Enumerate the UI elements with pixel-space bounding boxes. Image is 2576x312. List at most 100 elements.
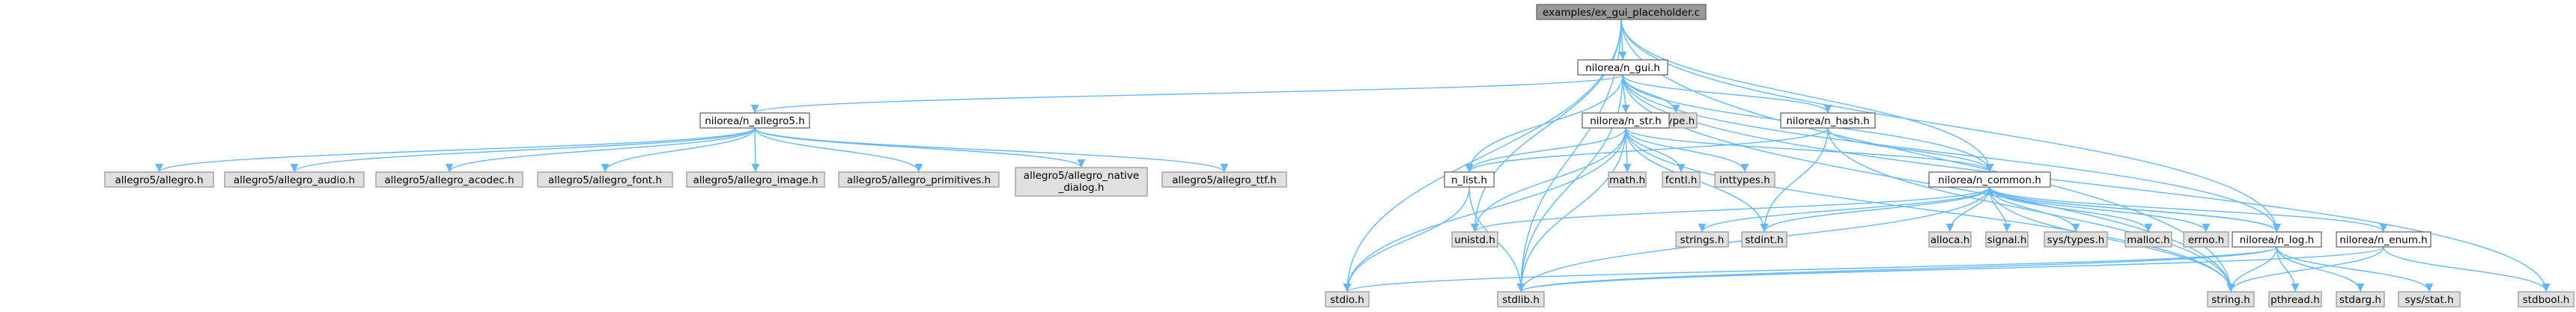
node-label: errno.h (2188, 234, 2224, 246)
node-label: allegro5/allegro.h (115, 174, 203, 186)
node-label: allegro5/allegro_acodec.h (384, 174, 514, 186)
node-allegro5-allegro-audio-h: allegro5/allegro_audio.h (224, 171, 365, 188)
node-box (1675, 231, 1729, 248)
node-label: stdint.h (1745, 234, 1783, 246)
node-label: stdarg.h (2339, 294, 2381, 306)
edge-allegro5-to-a5_audio (290, 127, 756, 173)
edge-gui-to-list (1465, 74, 1623, 173)
edge-hash-to-string (1827, 127, 2235, 293)
node-box (1608, 171, 1647, 188)
node-box (1714, 171, 1775, 188)
node-allegro5-allegro-h: allegro5/allegro.h (104, 171, 214, 188)
node-box (2183, 231, 2229, 248)
node-box (1928, 231, 1972, 248)
node-examples-ex-gui-placeholder-c[interactable]: examples/ex_gui_placeholder.c (1536, 4, 1707, 20)
node-label: nilorea/n_common.h (1938, 174, 2041, 186)
node-label: allegro5/allegro_ttf.h (1172, 174, 1276, 186)
node-box (2336, 231, 2431, 248)
node-alloca-h: alloca.h (1928, 231, 1972, 248)
edge-str-to-inttypes (1625, 127, 1749, 173)
edge-allegro5-to-a5_dialog (754, 127, 1086, 168)
edge-allegro5-to-a5_ttf (754, 127, 1229, 173)
node-box (1582, 112, 1670, 129)
node-nilorea-n-log-h[interactable]: nilorea/n_log.h (2232, 231, 2322, 248)
node-allegro5-allegro-acodec-h: allegro5/allegro_acodec.h (375, 171, 523, 188)
node-box (1741, 231, 1787, 248)
node-nilorea-n-hash-h[interactable]: nilorea/n_hash.h (1780, 112, 1876, 129)
node-box (2044, 231, 2108, 248)
node-sys-stat-h: sys/stat.h (2398, 291, 2461, 308)
node-box (1444, 171, 1495, 188)
node-nilorea-n-enum-h[interactable]: nilorea/n_enum.h (2336, 231, 2431, 248)
node-label: sys/types.h (2047, 234, 2105, 246)
node-label: examples/ex_gui_placeholder.c (1543, 7, 1700, 19)
node-nilorea-n-gui-h[interactable]: nilorea/n_gui.h (1577, 59, 1668, 76)
node-box (1161, 171, 1287, 188)
node-box (2398, 291, 2461, 308)
node-label: malloc.h (2127, 234, 2169, 246)
node-box (2518, 291, 2575, 308)
node-stdbool-h: stdbool.h (2518, 291, 2575, 308)
edge-allegro5-to-a5_acodec (445, 127, 756, 173)
node-label: allegro5/allegro_native_dialog.h (1024, 170, 1139, 194)
node-allegro5-allegro-native-dialog-h: allegro5/allegro_native_dialog.h (1015, 167, 1148, 197)
node-label: nilorea/n_log.h (2240, 234, 2314, 246)
node-label: alloca.h (1931, 234, 1970, 246)
node-box (699, 112, 810, 129)
edge-allegro5-to-a5_prim (754, 127, 923, 173)
edge-hash-to-stdint (1760, 127, 1829, 233)
node-box (1325, 291, 1370, 308)
edge-log-to-stdarg (2276, 246, 2365, 293)
node-box (1536, 4, 1707, 20)
node-label: nilorea/n_hash.h (1786, 115, 1869, 127)
node-pthread-h: pthread.h (2268, 291, 2322, 308)
node-label: nilorea/n_enum.h (2339, 234, 2427, 246)
node-label: nilorea/n_gui.h (1585, 62, 1660, 74)
node-box (2336, 291, 2385, 308)
edge-common-to-string (1989, 186, 2235, 293)
edge-common-to-stdint (1760, 186, 1990, 233)
node-allegro5-allegro-font-h: allegro5/allegro_font.h (537, 171, 673, 188)
node-nilorea-n-allegro5-h[interactable]: nilorea/n_allegro5.h (699, 112, 810, 129)
edge-enum-to-string (2226, 246, 2384, 293)
edge-common-to-strings (1698, 186, 1990, 233)
node-nilorea-n-common-h[interactable]: nilorea/n_common.h (1928, 171, 2051, 188)
node-math-h: math.h (1608, 171, 1647, 188)
edge-list-to-stdio (1343, 186, 1470, 293)
edge-enum-to-stdbool (2383, 246, 2551, 293)
node-box (537, 171, 673, 188)
node-label: math.h (1609, 174, 1645, 186)
node-box (104, 171, 214, 188)
edge-common-to-unistd (1471, 186, 1990, 233)
edge-gui-to-allegro5 (750, 74, 1623, 114)
node-strings-h: strings.h (1675, 231, 1729, 248)
edge-str-to-list (1465, 127, 1626, 173)
edge-log-to-string (2226, 246, 2278, 293)
node-label: nilorea/n_allegro5.h (705, 115, 805, 127)
node-allegro5-allegro-ttf-h: allegro5/allegro_ttf.h (1161, 171, 1287, 188)
edge-allegro5-to-a5_image (751, 127, 760, 173)
edge-log-to-common (1985, 186, 2278, 233)
node-label: signal.h (1987, 234, 2027, 246)
edge-hash-to-common (1827, 127, 1994, 173)
node-box (2268, 291, 2322, 308)
node-label: pthread.h (2270, 294, 2320, 306)
node-box (838, 171, 1000, 188)
node-box (224, 171, 365, 188)
edge-gui-to-hash (1622, 74, 1832, 114)
edge-gui-to-log (1622, 74, 2282, 233)
node-label: strings.h (1680, 234, 1725, 246)
node-stdlib-h: stdlib.h (1497, 291, 1545, 308)
node-unistd-h: unistd.h (1451, 231, 1498, 248)
node-nilorea-n-str-h[interactable]: nilorea/n_str.h (1582, 112, 1670, 129)
node-n-list-h[interactable]: n_list.h (1444, 171, 1495, 188)
node-stdarg-h: stdarg.h (2336, 291, 2385, 308)
edge-root-to-common (1620, 19, 1994, 173)
node-sys-types-h: sys/types.h (2044, 231, 2108, 248)
node-label: sys/stat.h (2405, 294, 2453, 306)
node-label: nilorea/n_str.h (1590, 115, 1662, 127)
node-box (1780, 112, 1876, 129)
node-box (1577, 59, 1668, 76)
node-box (686, 171, 825, 188)
node-label: allegro5/allegro_audio.h (234, 174, 355, 186)
